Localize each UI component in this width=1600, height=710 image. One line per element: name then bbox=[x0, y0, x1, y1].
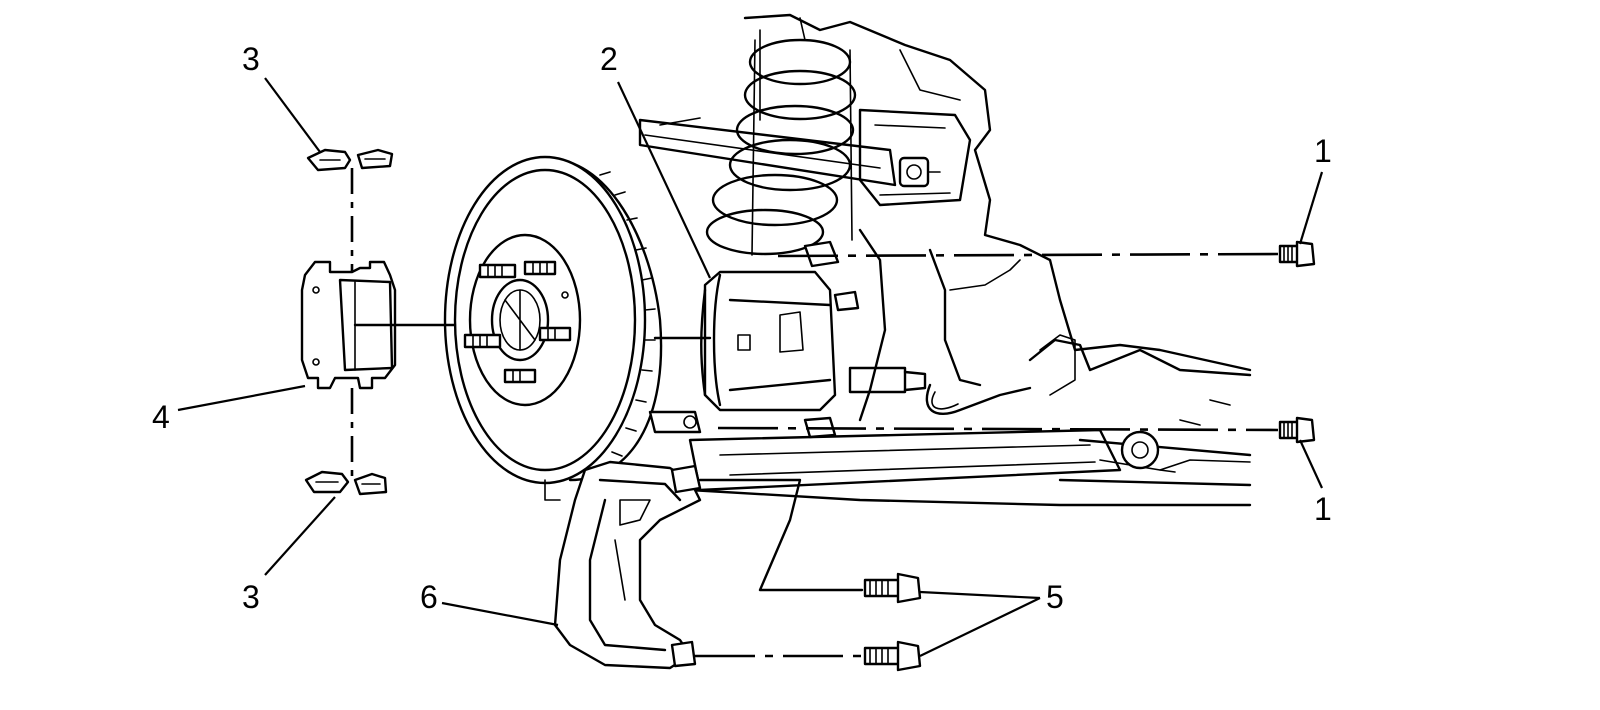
callout-6: 6 bbox=[420, 579, 438, 615]
upper-mount-nut bbox=[898, 156, 941, 188]
callout-3-upper: 3 bbox=[242, 41, 260, 77]
brake-caliper bbox=[700, 240, 860, 439]
pad-clip-upper bbox=[306, 148, 394, 172]
caliper-bolt-upper bbox=[1278, 240, 1316, 268]
coil-spring bbox=[705, 38, 857, 256]
callout-1-lower: 1 bbox=[1314, 491, 1332, 527]
bracket-bolt-upper bbox=[863, 572, 922, 604]
brake-pads bbox=[300, 260, 397, 390]
caliper-bolt-lower bbox=[1278, 416, 1316, 444]
callout-3-lower: 3 bbox=[242, 579, 260, 615]
assembly-center-lines bbox=[350, 168, 1279, 658]
callout-4: 4 bbox=[152, 399, 170, 435]
brake-rotor bbox=[443, 155, 663, 485]
bracket-bolt-lower bbox=[863, 640, 922, 672]
callout-5: 5 bbox=[1046, 579, 1064, 615]
pad-clip-lower bbox=[304, 470, 388, 496]
wheel-studs bbox=[463, 260, 572, 384]
caliper-bracket bbox=[544, 410, 702, 670]
suspension-background bbox=[638, 13, 1252, 507]
callout-1-upper: 1 bbox=[1314, 133, 1332, 169]
leader-lines bbox=[177, 77, 1324, 657]
lower-arm-bushing-nut bbox=[1120, 430, 1160, 470]
callout-2: 2 bbox=[600, 41, 618, 77]
